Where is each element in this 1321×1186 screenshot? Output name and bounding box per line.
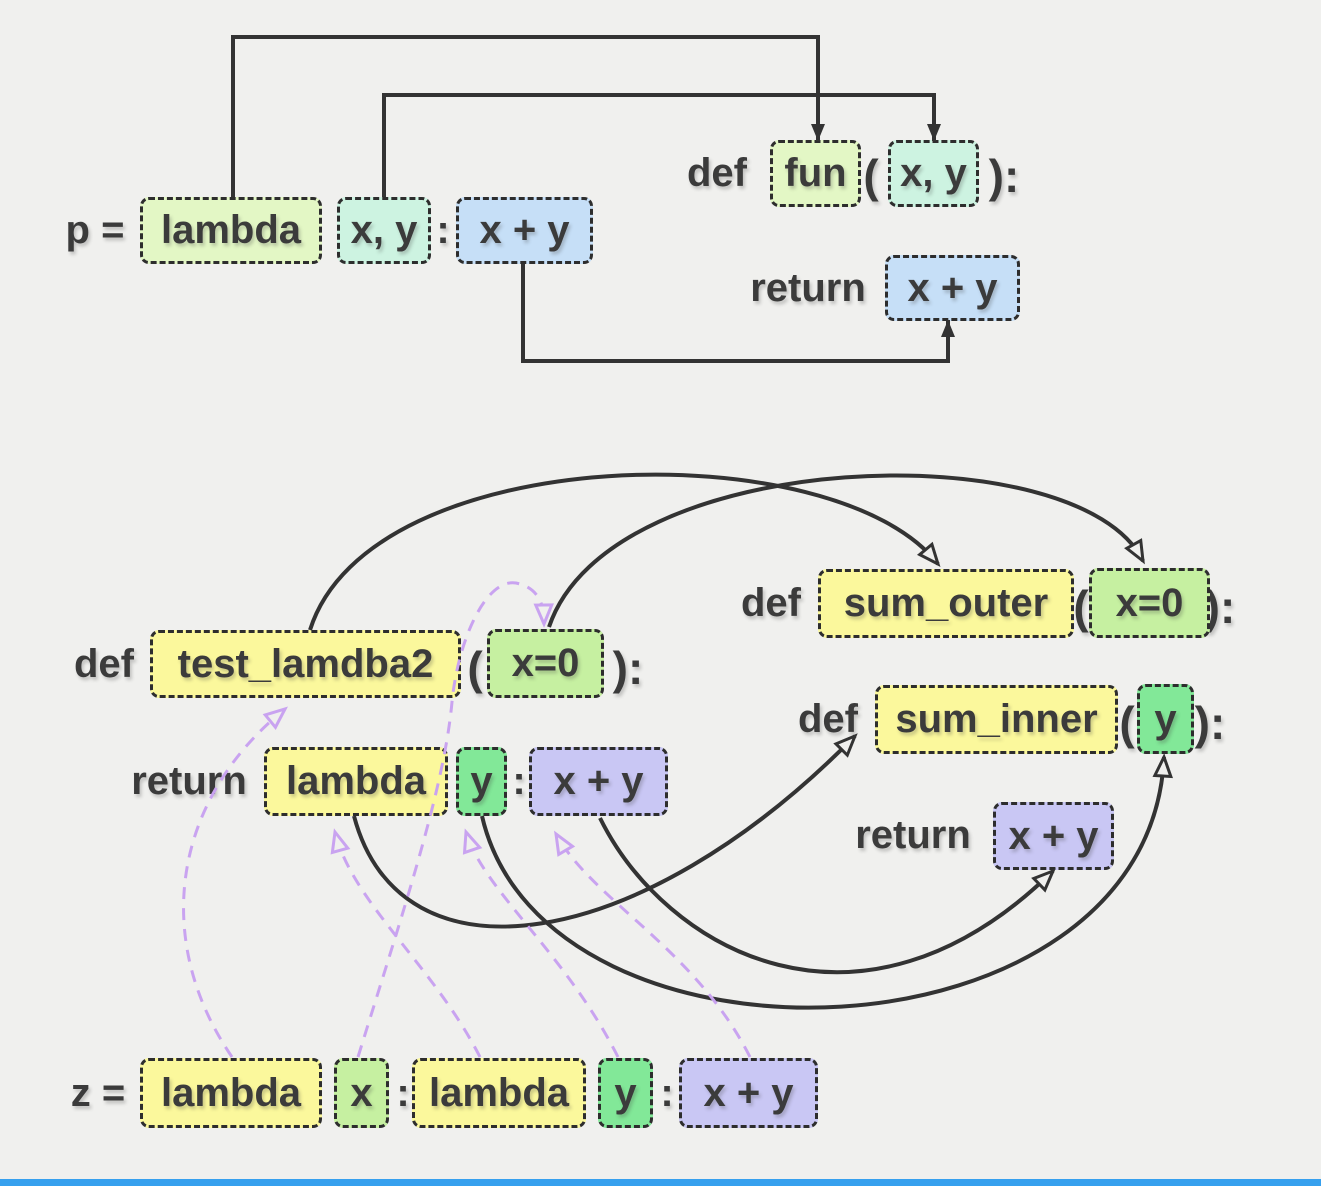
fun-return-keyword: return — [750, 265, 866, 310]
test-lamdba2-name: test_lamdba2 — [150, 630, 461, 698]
test-close-paren: ): — [612, 642, 644, 694]
arrow-x0-to-x0-head — [1124, 538, 1145, 565]
test-open-paren: ( — [467, 642, 483, 694]
fun-open-paren: ( — [863, 150, 879, 202]
p-colon: : — [436, 208, 450, 252]
p-equals-label: p = — [65, 208, 125, 252]
arrow-p-lambda-to-fun-head — [811, 124, 825, 141]
sum-inner-return-keyword: return — [855, 812, 971, 857]
arrow-z-lambda2-to-retlambda-head — [330, 828, 351, 855]
p-params: x, y — [337, 197, 431, 264]
sum-outer-name: sum_outer — [818, 569, 1074, 638]
test-return-param-y: y — [456, 747, 507, 816]
sum-inner-close-paren: ): — [1194, 697, 1226, 749]
fun-name: fun — [770, 140, 861, 207]
fun-close-paren: ): — [988, 150, 1020, 202]
z-colon1: : — [396, 1070, 410, 1115]
arrow-z-lambda1-to-testname-head — [262, 706, 288, 730]
z-param-y: y — [598, 1058, 653, 1128]
arrow-z-body-to-retbody — [554, 833, 752, 1058]
test-return-keyword: return — [131, 759, 247, 803]
arrow-p-body-to-return-body-head — [941, 320, 955, 337]
test-return-lambda: lambda — [264, 747, 448, 816]
fun-def-keyword: def — [687, 151, 747, 195]
arrow-z-body-to-retbody-head — [554, 830, 576, 857]
test-param-x0: x=0 — [487, 629, 604, 698]
z-param-x: x — [334, 1058, 389, 1128]
test-def-keyword: def — [74, 641, 134, 686]
arrow-z-y-to-rety — [464, 831, 620, 1058]
z-colon2: : — [660, 1070, 674, 1115]
arrow-retbody-to-innerreturn-body-head — [1031, 868, 1056, 893]
z-body: x + y — [679, 1058, 818, 1128]
sum-inner-name: sum_inner — [875, 685, 1118, 754]
arrow-rety-to-suminner-y-head — [1152, 753, 1173, 779]
test-return-body: x + y — [529, 747, 668, 816]
p-body: x + y — [456, 197, 593, 264]
arrow-z-lambda2-to-retlambda — [333, 831, 482, 1058]
sum-inner-return-body: x + y — [993, 802, 1114, 870]
sum-inner-open-paren: ( — [1119, 697, 1135, 749]
arrow-z-y-to-rety-head — [462, 828, 483, 855]
sum-inner-param-y: y — [1137, 684, 1194, 754]
sum-outer-def-keyword: def — [741, 581, 801, 625]
z-equals-label: z = — [70, 1070, 126, 1115]
sum-outer-param-x0: x=0 — [1089, 568, 1210, 638]
p-lambda-keyword: lambda — [140, 197, 322, 264]
fun-params: x, y — [888, 140, 979, 207]
arrow-p-params-to-fun-params-head — [927, 124, 941, 141]
sum-inner-def-keyword: def — [798, 697, 858, 741]
fun-return-body: x + y — [885, 255, 1020, 321]
arrow-z-x-to-x0-head — [533, 603, 554, 628]
bottom-window-edge-bar — [0, 1179, 1321, 1186]
z-lambda1: lambda — [140, 1058, 322, 1128]
test-return-colon: : — [512, 759, 526, 803]
arrow-testname-to-sumouter-head — [916, 541, 941, 567]
z-lambda2: lambda — [412, 1058, 586, 1128]
